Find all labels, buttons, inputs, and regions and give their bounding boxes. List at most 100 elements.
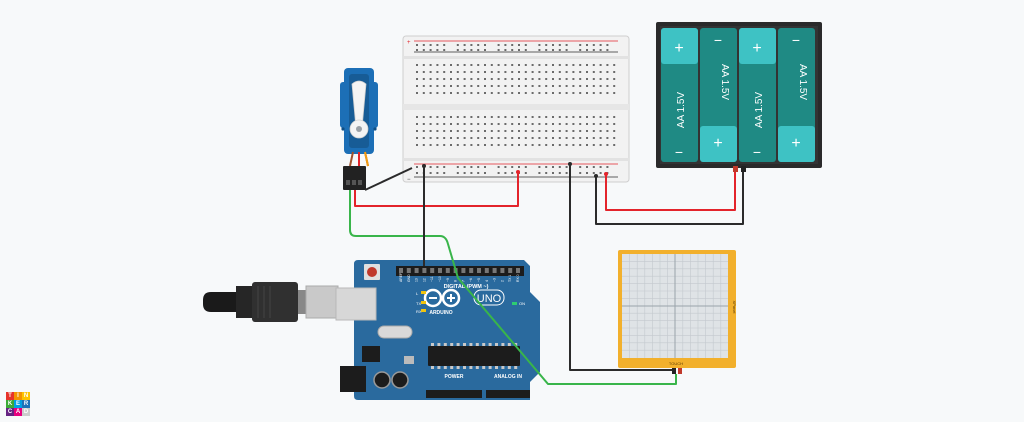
- breadboard-hole[interactable]: [606, 144, 609, 146]
- breadboard-hole[interactable]: [531, 64, 534, 66]
- breadboard-hole[interactable]: [518, 78, 520, 80]
- usb-connector[interactable]: [305, 285, 339, 319]
- breadboard-hole[interactable]: [524, 130, 527, 132]
- breadboard-hole[interactable]: [463, 85, 466, 87]
- breadboard-hole[interactable]: [579, 78, 582, 80]
- breadboard-hole[interactable]: [436, 49, 439, 51]
- servo-motor[interactable]: [340, 68, 378, 190]
- breadboard-hole[interactable]: [490, 78, 493, 80]
- breadboard-hole[interactable]: [558, 44, 561, 46]
- breadboard-hole[interactable]: [497, 144, 500, 146]
- breadboard-hole[interactable]: [436, 64, 439, 66]
- breadboard-hole[interactable]: [552, 166, 554, 168]
- breadboard-hole[interactable]: [497, 172, 500, 174]
- breadboard-hole[interactable]: [463, 144, 466, 146]
- breadboard-hole[interactable]: [613, 137, 616, 139]
- breadboard-hole[interactable]: [572, 123, 575, 125]
- breadboard-hole[interactable]: [558, 78, 561, 80]
- breadboard-hole[interactable]: [450, 130, 452, 132]
- breadboard-hole[interactable]: [511, 137, 514, 139]
- breadboard-hole[interactable]: [443, 172, 446, 174]
- breadboard-hole[interactable]: [497, 137, 500, 139]
- breadboard-hole[interactable]: [599, 49, 602, 51]
- breadboard-hole[interactable]: [477, 64, 480, 66]
- breadboard-hole[interactable]: [484, 92, 486, 94]
- breadboard-hole[interactable]: [429, 137, 432, 139]
- breadboard-hole[interactable]: [416, 78, 418, 80]
- breadboard-hole[interactable]: [579, 116, 582, 118]
- breadboard-hole[interactable]: [436, 137, 439, 139]
- breadboard-hole[interactable]: [606, 85, 609, 87]
- breadboard-hole[interactable]: [613, 64, 616, 66]
- breadboard-hole[interactable]: [572, 64, 575, 66]
- breadboard-hole[interactable]: [497, 123, 500, 125]
- breadboard-hole[interactable]: [558, 92, 561, 94]
- breadboard-hole[interactable]: [416, 130, 418, 132]
- breadboard-hole[interactable]: [484, 130, 486, 132]
- breadboard-hole[interactable]: [613, 85, 616, 87]
- breadboard-hole[interactable]: [606, 49, 609, 51]
- breadboard-hole[interactable]: [565, 116, 568, 118]
- wire-servo-signal-green[interactable]: [349, 190, 677, 385]
- breadboard-hole[interactable]: [606, 137, 609, 139]
- breadboard-hole[interactable]: [422, 92, 425, 94]
- breadboard-hole[interactable]: [443, 92, 446, 94]
- breadboard-hole[interactable]: [552, 78, 554, 80]
- breadboard-hole[interactable]: [524, 85, 527, 87]
- wire-battery-red[interactable]: [605, 172, 736, 211]
- breadboard-hole[interactable]: [490, 64, 493, 66]
- breadboard-hole[interactable]: [477, 78, 480, 80]
- breadboard-hole[interactable]: [422, 71, 425, 73]
- breadboard-hole[interactable]: [429, 172, 432, 174]
- breadboard-hole[interactable]: [592, 144, 595, 146]
- breadboard-hole[interactable]: [565, 44, 568, 46]
- breadboard-hole[interactable]: [477, 144, 480, 146]
- breadboard-hole[interactable]: [538, 116, 541, 118]
- battery-terminal-minus[interactable]: [741, 166, 746, 172]
- breadboard-hole[interactable]: [470, 137, 473, 139]
- breadboard-hole[interactable]: [463, 166, 466, 168]
- breadboard-hole[interactable]: [538, 64, 541, 66]
- breadboard-hole[interactable]: [524, 137, 527, 139]
- breadboard-hole[interactable]: [477, 71, 480, 73]
- breadboard-hole[interactable]: [436, 92, 439, 94]
- breadboard-hole[interactable]: [429, 116, 432, 118]
- breadboard-hole[interactable]: [497, 44, 500, 46]
- breadboard-hole[interactable]: [490, 137, 493, 139]
- breadboard-hole[interactable]: [599, 78, 602, 80]
- breadboard-hole[interactable]: [518, 137, 520, 139]
- breadboard-hole[interactable]: [504, 92, 507, 94]
- breadboard-hole[interactable]: [422, 137, 425, 139]
- breadboard-hole[interactable]: [436, 78, 439, 80]
- breadboard-hole[interactable]: [545, 116, 548, 118]
- breadboard-hole[interactable]: [511, 144, 514, 146]
- breadboard-hole[interactable]: [443, 144, 446, 146]
- breadboard-hole[interactable]: [484, 116, 486, 118]
- breadboard-hole[interactable]: [538, 137, 541, 139]
- breadboard-hole[interactable]: [518, 92, 520, 94]
- breadboard-hole[interactable]: [463, 78, 466, 80]
- breadboard-hole[interactable]: [579, 130, 582, 132]
- breadboard-hole[interactable]: [613, 123, 616, 125]
- breadboard-hole[interactable]: [504, 116, 507, 118]
- breadboard-hole[interactable]: [524, 92, 527, 94]
- breadboard-holes[interactable]: [416, 44, 616, 174]
- breadboard-hole[interactable]: [518, 85, 520, 87]
- breadboard-hole[interactable]: [545, 85, 548, 87]
- breadboard-hole[interactable]: [429, 130, 432, 132]
- breadboard-hole[interactable]: [606, 123, 609, 125]
- breadboard-hole[interactable]: [524, 144, 527, 146]
- breadboard-hole[interactable]: [592, 130, 595, 132]
- breadboard-hole[interactable]: [429, 85, 432, 87]
- breadboard-hole[interactable]: [463, 92, 466, 94]
- breadboard-hole[interactable]: [538, 123, 541, 125]
- breadboard-hole[interactable]: [599, 166, 602, 168]
- breadboard-hole[interactable]: [524, 64, 527, 66]
- breadboard-hole[interactable]: [463, 116, 466, 118]
- breadboard-hole[interactable]: [456, 123, 459, 125]
- breadboard-hole[interactable]: [477, 123, 480, 125]
- breadboard-hole[interactable]: [545, 49, 548, 51]
- breadboard-hole[interactable]: [443, 71, 446, 73]
- breadboard-hole[interactable]: [484, 144, 486, 146]
